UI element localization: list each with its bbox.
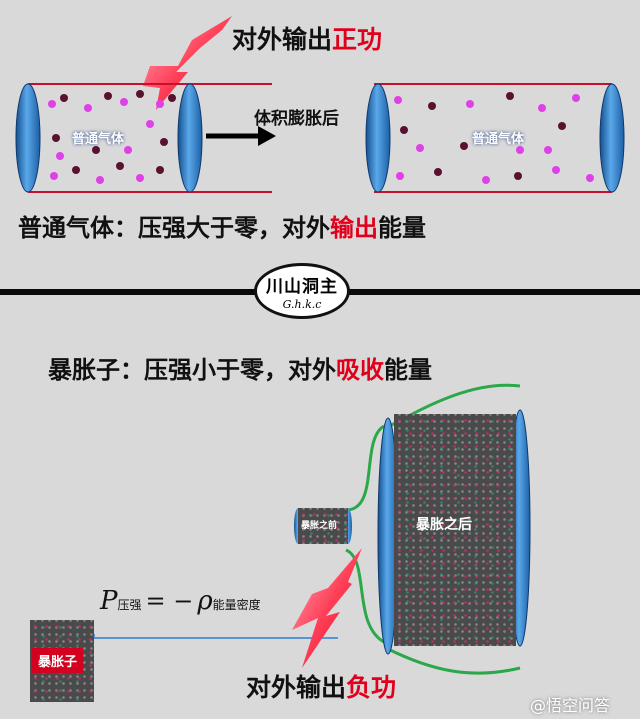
bottom-caption-red: 吸收 [336, 356, 384, 384]
expansion-curve-small-top [345, 424, 385, 512]
after-inflation-box [394, 414, 516, 646]
bottom-heading-red: 负功 [346, 673, 397, 702]
before-inflation-label: 暴胀之前 [301, 521, 338, 531]
formula-rho-sub: 能量密度 [212, 598, 261, 612]
bottom-heading: 对外输出负功 [246, 668, 396, 704]
author-badge-sub: G.h.k.c [282, 298, 322, 311]
top-caption: 普通气体：压强大于零，对外输出能量 [18, 208, 426, 243]
formula-p-sub: 压强 [117, 598, 142, 612]
expansion-curve-bottom [385, 646, 521, 675]
pressure-formula: P压强= −ρ能量密度 [100, 586, 261, 616]
top-caption-black2: 能量 [378, 214, 426, 242]
bottom-caption: 暴胀子：压强小于零，对外吸收能量 [48, 350, 432, 385]
inflaton-label: 暴胀子 [32, 648, 84, 673]
gas-particles-after [394, 92, 594, 184]
gas-label-after: 普通气体 [472, 132, 525, 147]
left-piston-start [15, 83, 41, 193]
formula-p: P [100, 586, 118, 616]
bottom-heading-black: 对外输出 [246, 673, 347, 702]
top-caption-black1: 普通气体：压强大于零，对外 [18, 214, 330, 242]
author-badge-name: 川山洞主 [266, 277, 338, 297]
bottom-caption-black2: 能量 [384, 356, 432, 384]
right-piston-start [177, 83, 203, 193]
formula-eq: = − [145, 587, 194, 615]
expansion-curve-small-bottom [345, 548, 385, 644]
top-heading-black: 对外输出 [232, 25, 333, 54]
top-heading: 对外输出正功 [232, 20, 382, 56]
watermark: @悟空问答 [530, 696, 611, 715]
bottom-caption-black1: 暴胀子：压强小于零，对外 [48, 356, 336, 384]
lightning-bolt-icon [143, 16, 232, 110]
author-badge: 川山洞主 G.h.k.c [254, 263, 350, 319]
gas-label-before: 普通气体 [72, 132, 125, 147]
top-heading-red: 正功 [332, 25, 383, 54]
after-inflation-label: 暴胀之后 [416, 517, 472, 533]
arrow-right-icon [258, 126, 276, 146]
right-piston-end [599, 83, 625, 193]
gas-particles-before [48, 90, 176, 184]
before-inflation-box [298, 508, 348, 544]
formula-rho: ρ [197, 586, 213, 616]
top-caption-red: 输出 [330, 214, 378, 242]
arrow-label: 体积膨胀后 [254, 109, 339, 129]
top-diagram [15, 16, 625, 193]
lightning-bolt-icon [292, 548, 362, 668]
connector-line [93, 634, 338, 639]
left-piston-end [365, 83, 391, 193]
